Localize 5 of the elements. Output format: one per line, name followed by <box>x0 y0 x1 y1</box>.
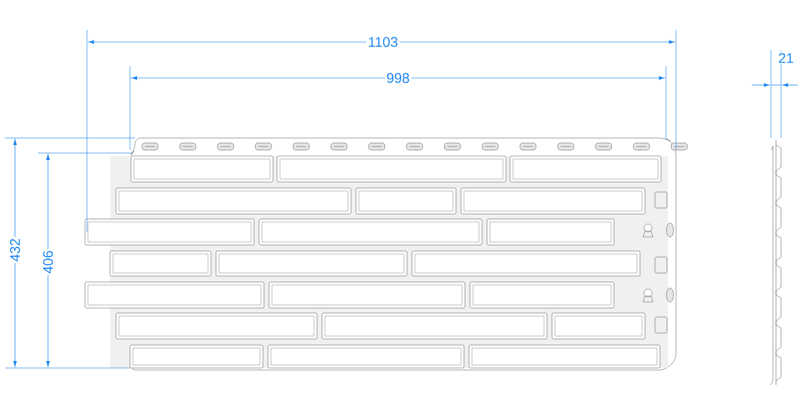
dimension-label: 406 <box>42 248 54 276</box>
dimension-label: 1103 <box>366 36 400 48</box>
dimension-label: 21 <box>776 52 796 64</box>
dimension-label: 432 <box>8 236 22 264</box>
dimension-label: 998 <box>384 72 412 84</box>
